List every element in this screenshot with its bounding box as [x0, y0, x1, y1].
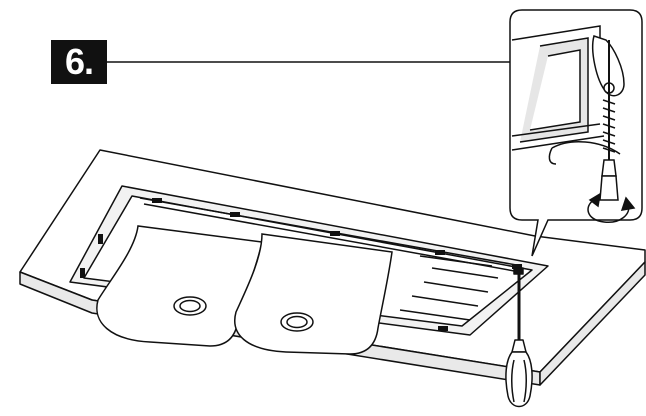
rim-channel-section: [511, 25, 605, 151]
clip-detail-callout: [509, 9, 643, 257]
rotation-arrow-icon: [587, 192, 636, 223]
mounting-clip: [512, 264, 522, 269]
mounting-clip: [152, 198, 162, 203]
mounting-clip-detail-icon: [548, 35, 625, 201]
mounting-clip: [435, 250, 445, 255]
right-basin: [234, 233, 393, 355]
mounting-clip: [330, 231, 340, 236]
mounting-clip: [80, 268, 85, 278]
drainboard-ribs: [399, 255, 499, 321]
step-number-badge: 6.: [51, 40, 107, 84]
mounting-clip: [438, 326, 448, 331]
mounting-clip: [98, 234, 103, 244]
mounting-clip: [230, 212, 240, 217]
screwdriver-icon: [505, 267, 533, 408]
